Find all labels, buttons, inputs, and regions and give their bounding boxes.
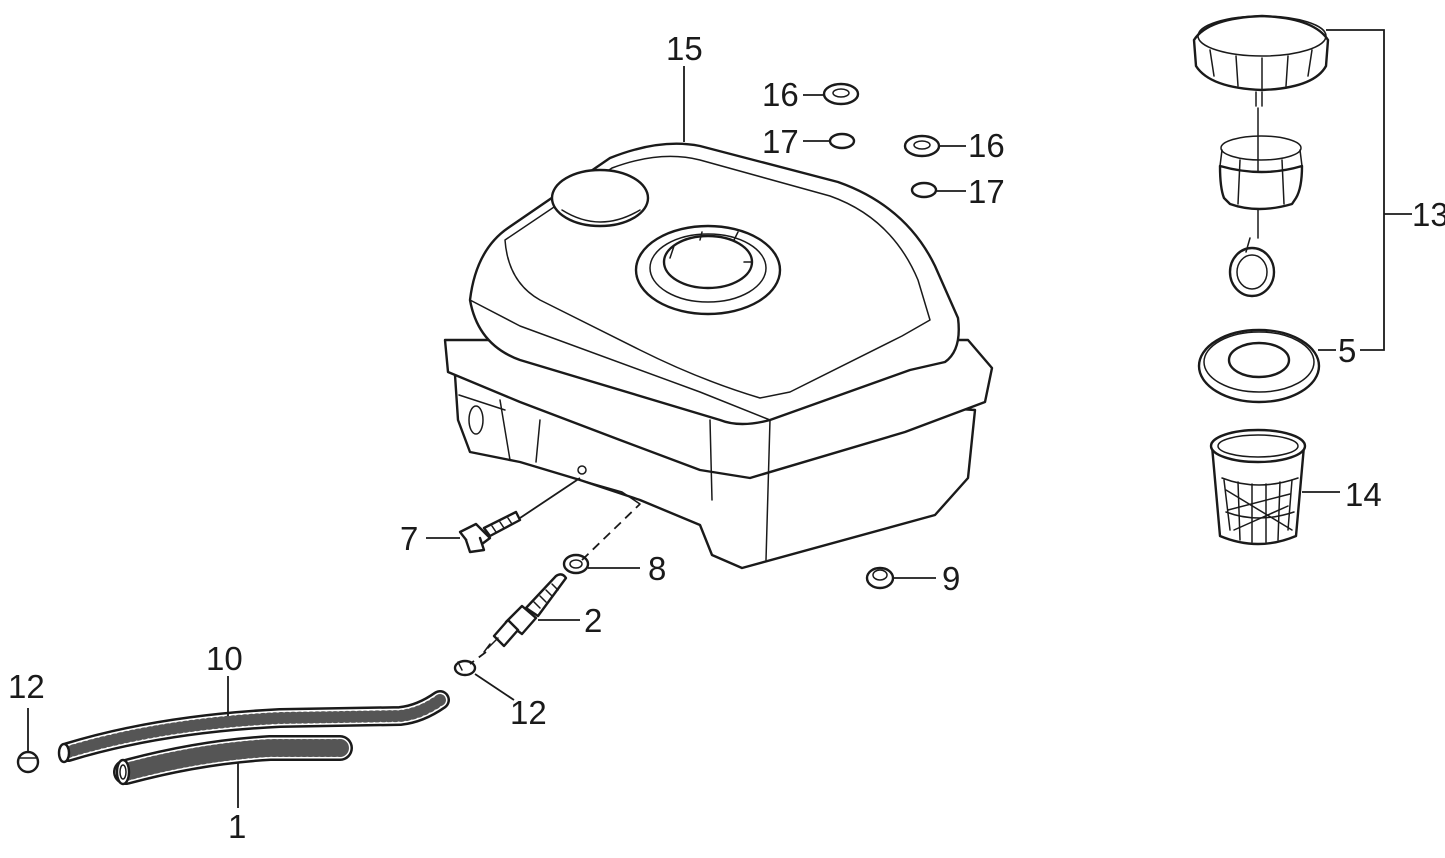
fuel-strainer	[1209, 428, 1307, 546]
fuel-tube	[57, 690, 450, 764]
cap-gasket	[1197, 328, 1321, 404]
callout-16-right: 16	[968, 127, 1005, 164]
callout-9: 9	[942, 560, 960, 597]
callout-2: 2	[584, 602, 602, 639]
callout-1: 1	[228, 808, 246, 845]
washer-16-top	[822, 82, 860, 106]
callout-17-top: 17	[762, 123, 799, 160]
vent-tube	[113, 735, 353, 786]
callout-7: 7	[400, 520, 418, 557]
fuel-cap-assembly	[1192, 14, 1330, 298]
o-ring-17-top	[828, 132, 856, 150]
callout-15: 15	[666, 30, 703, 67]
callout-12-right: 12	[510, 694, 547, 731]
callout-5: 5	[1338, 332, 1356, 369]
drain-bolt	[458, 510, 522, 554]
hose-clip-right	[453, 659, 477, 677]
callout-8: 8	[648, 550, 666, 587]
callout-16-top: 16	[762, 76, 799, 113]
callout-14: 14	[1345, 476, 1382, 513]
hose-clip-left	[16, 750, 40, 774]
callout-10: 10	[206, 640, 243, 677]
leader-lines	[27, 29, 1412, 808]
o-ring-17-right	[910, 181, 938, 199]
fuel-cock	[483, 573, 568, 653]
drain-plug	[865, 566, 895, 590]
callout-13: 13	[1412, 196, 1445, 233]
callout-17-right: 17	[968, 173, 1005, 210]
fuel-tank	[443, 142, 994, 570]
washer-16-right	[903, 134, 941, 158]
callout-12-left: 12	[8, 668, 45, 705]
